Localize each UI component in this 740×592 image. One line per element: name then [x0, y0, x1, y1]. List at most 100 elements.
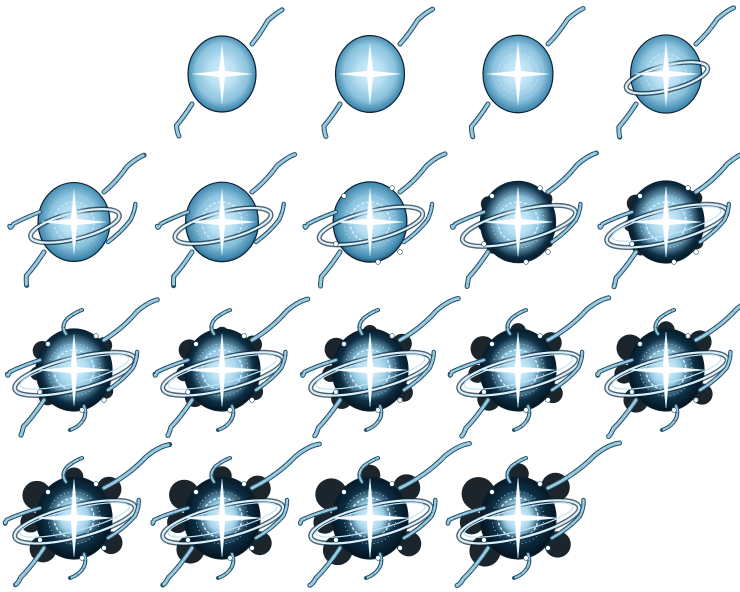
- orb-sprite: [300, 295, 461, 439]
- tendril-group: [4, 297, 160, 438]
- energy-tendril: [106, 202, 137, 244]
- energy-tendril: [5, 358, 42, 377]
- spark-particle: [333, 389, 339, 395]
- energy-tendril: [217, 405, 235, 431]
- spark-particle: [37, 537, 43, 543]
- star-flare: [333, 333, 407, 407]
- energy-tendril: [546, 441, 621, 490]
- energy-tendril: [313, 398, 342, 438]
- energy-tendril: [446, 506, 486, 525]
- energy-tendril: [153, 358, 190, 377]
- orb-group: [7, 152, 147, 288]
- energy-tendril: [460, 398, 490, 438]
- orb-group: [154, 152, 298, 289]
- spark-particle: [101, 545, 107, 551]
- energy-tendril: [19, 398, 46, 437]
- energy-tendril: [550, 202, 582, 244]
- spark-particle: [481, 389, 487, 395]
- energy-tendril: [254, 350, 287, 392]
- sprite-frame: [296, 441, 472, 592]
- orb-sprite: [321, 6, 436, 139]
- energy-tendril: [448, 358, 486, 377]
- orb-group: [445, 440, 622, 588]
- spark-particle: [537, 481, 543, 487]
- orb-group: [597, 152, 740, 290]
- sprite-frame: [148, 148, 298, 296]
- spark-particle: [671, 407, 677, 413]
- sprite-frame: [0, 442, 173, 592]
- energy-tendril: [694, 6, 736, 46]
- energy-tendril: [402, 350, 435, 392]
- energy-tendril: [469, 102, 490, 139]
- tendril-group: [152, 296, 311, 438]
- sprite-frame: [0, 296, 160, 444]
- star-flare: [185, 333, 259, 407]
- spark-particle: [389, 481, 395, 487]
- orb-group: [447, 295, 612, 439]
- tendril-group: [321, 6, 436, 139]
- spark-particle: [523, 407, 529, 413]
- spark-particle: [481, 537, 487, 543]
- star-flare: [38, 334, 110, 406]
- energy-tendril: [151, 506, 190, 525]
- energy-tendril: [24, 250, 46, 287]
- energy-tendril: [661, 405, 679, 431]
- orb-sprite: [298, 441, 472, 588]
- star-flare: [336, 188, 404, 256]
- energy-tendril: [402, 498, 437, 540]
- star-flare: [191, 43, 253, 105]
- energy-tendril: [210, 309, 231, 335]
- spark-particle: [37, 389, 43, 395]
- orb-group: [468, 6, 586, 140]
- spark-particle: [629, 241, 635, 247]
- tendril-group: [468, 6, 586, 140]
- spark-particle: [193, 341, 199, 347]
- energy-tendril: [69, 553, 87, 579]
- sprite-frame: [296, 295, 461, 444]
- spark-particle: [545, 397, 551, 403]
- spark-particle: [545, 545, 551, 551]
- spark-particle: [101, 397, 107, 403]
- energy-tendril: [513, 405, 531, 431]
- energy-tendril: [62, 457, 83, 483]
- spark-particle: [397, 397, 403, 403]
- energy-tendril: [102, 153, 146, 194]
- energy-tendril: [166, 398, 194, 437]
- spark-particle: [375, 555, 381, 561]
- orb-group: [4, 297, 160, 438]
- star-flare: [41, 189, 107, 255]
- orb-sprite: [597, 152, 740, 290]
- spark-particle: [489, 341, 495, 347]
- energy-tendril: [174, 102, 194, 138]
- spark-particle: [333, 537, 339, 543]
- sprite-frame: [148, 0, 296, 148]
- orb-sprite: [150, 441, 322, 588]
- spark-particle: [93, 333, 99, 339]
- energy-tendril: [210, 457, 231, 483]
- orb-group: [2, 442, 173, 588]
- sprite-frame: [444, 295, 612, 444]
- energy-tendril: [250, 297, 310, 342]
- orb-sprite: [445, 440, 622, 588]
- tendril-group: [595, 303, 740, 439]
- spark-particle: [79, 555, 85, 561]
- tendril-group: [300, 295, 461, 439]
- spark-particle: [241, 481, 247, 487]
- energy-tendril: [365, 553, 383, 579]
- orb-sprite: [2, 442, 173, 588]
- spark-particle: [523, 555, 529, 561]
- spark-particle: [341, 341, 347, 347]
- spark-particle: [227, 407, 233, 413]
- energy-tendril: [155, 210, 190, 229]
- energy-tendril: [694, 304, 740, 342]
- star-flare: [182, 478, 262, 558]
- spark-particle: [45, 489, 51, 495]
- spark-particle: [481, 241, 487, 247]
- energy-tendril: [8, 210, 42, 229]
- energy-tendril: [319, 250, 342, 288]
- energy-tendril: [546, 7, 585, 46]
- energy-tendril: [506, 309, 527, 335]
- energy-tendril: [546, 296, 611, 342]
- energy-tendril: [254, 202, 285, 244]
- orb-sprite: [616, 5, 737, 140]
